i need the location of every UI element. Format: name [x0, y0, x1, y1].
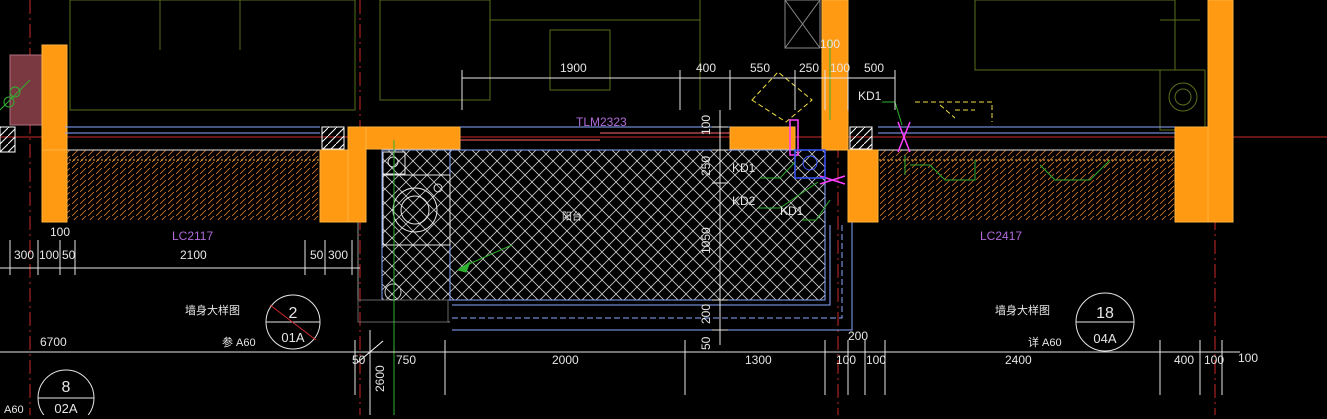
- dim-v-100: 100: [699, 115, 713, 135]
- dim-top-550: 550: [750, 61, 770, 75]
- dim-v-1050: 1050: [699, 227, 713, 254]
- window-label-lc2417: LC2417: [980, 229, 1022, 243]
- dim-bl-100: 100: [39, 248, 59, 262]
- dim-bl-50b: 50: [310, 248, 324, 262]
- door-swing-marks: [789, 119, 911, 185]
- wall-detail-label-right: 墙身大样图: [995, 303, 1050, 317]
- dim-bl-300b: 300: [328, 248, 348, 262]
- dim-b-400: 400: [1174, 353, 1194, 367]
- dim-b-100c: 100: [1204, 353, 1224, 367]
- door-label-tlm: TLM2323: [576, 115, 627, 129]
- dim-b-750: 750: [396, 353, 416, 367]
- detail-callout-3[interactable]: 8 02A: [37, 369, 95, 419]
- door-label-kd1-mid: KD1: [732, 161, 756, 175]
- callout-3-sheet: 02A: [54, 401, 77, 415]
- callout-2-sheet: 04A: [1093, 331, 1116, 346]
- dimension-lines: [0, 70, 1240, 415]
- structural-walls: [41, 0, 1234, 223]
- drain-box: [794, 149, 826, 179]
- leader-lines: [393, 40, 1111, 415]
- dim-top-1900: 1900: [560, 61, 587, 75]
- dim-top-400: 400: [696, 61, 716, 75]
- ref-label-bottom: A60: [4, 404, 24, 415]
- dim-b-100d: 100: [1238, 351, 1258, 365]
- plan-labels: TLM2323 LC2117 LC2417 KD1 KD1 KD2 KD1 阳台…: [4, 89, 1062, 416]
- callout-3-number: 8: [62, 379, 71, 396]
- dim-top-100b: 100: [820, 37, 840, 51]
- ref-label-left: 参 A60: [222, 335, 256, 349]
- dim-b-2400: 2400: [1005, 353, 1032, 367]
- dim-b-50: 50: [352, 353, 366, 367]
- dim-b-200: 200: [848, 329, 868, 343]
- door-label-kd1-low: KD1: [780, 204, 804, 218]
- callout-1-sheet: 01A: [281, 330, 304, 345]
- dim-b-6700: 6700: [40, 335, 67, 349]
- balcony-slab: [357, 149, 853, 331]
- wall-floor-hatching: [65, 149, 1175, 220]
- dim-top-100: 100: [830, 61, 850, 75]
- callout-2-number: 18: [1096, 305, 1114, 322]
- dim-b-1300: 1300: [745, 353, 772, 367]
- dim-bl-300: 300: [14, 248, 34, 262]
- window-lines: [65, 126, 1175, 141]
- door-label-kd1-top: KD1: [858, 89, 882, 103]
- callout-1-number: 2: [289, 305, 298, 322]
- dim-v-250: 250: [699, 156, 713, 176]
- dim-top-500: 500: [864, 61, 884, 75]
- dim-top-250: 250: [799, 61, 819, 75]
- dim-v-50: 50: [699, 336, 713, 350]
- wall-columns: [0, 126, 873, 153]
- dim-bl-50: 50: [62, 248, 76, 262]
- detail-callout-2[interactable]: 18 04A: [1075, 292, 1135, 352]
- left-fixture: [0, 79, 31, 111]
- ref-label-right: 详 A60: [1028, 335, 1062, 349]
- dim-b-100b: 100: [866, 353, 886, 367]
- dim-bl-2100: 2100: [180, 248, 207, 262]
- door-label-kd2: KD2: [732, 194, 756, 208]
- dim-v-200: 200: [699, 304, 713, 324]
- window-label-lc2117: LC2117: [172, 229, 213, 243]
- dim-v-2600: 2600: [373, 365, 387, 392]
- dimension-text: 1900 400 550 250 100 500 100 100 250 105…: [14, 37, 1258, 392]
- dim-b-100a: 100: [836, 353, 856, 367]
- room-label-balcony: 阳台: [562, 210, 582, 223]
- dim-b-2000: 2000: [552, 353, 579, 367]
- interior-layout-lines: [69, 0, 1206, 131]
- detail-callout-1[interactable]: 2 01A: [265, 294, 321, 350]
- yellow-dashed-outlines: [751, 71, 993, 123]
- floor-drain: [384, 283, 402, 301]
- wall-detail-label-left: 墙身大样图: [185, 303, 240, 317]
- dim-bl-100b: 100: [50, 225, 70, 239]
